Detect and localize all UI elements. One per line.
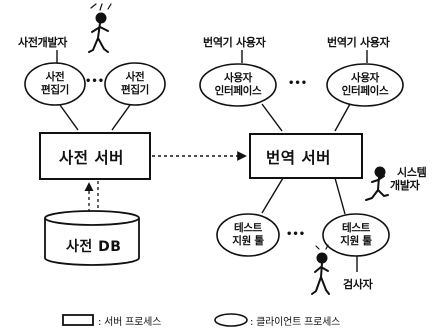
translator-user-label-2: 번역기 사용자 <box>327 36 390 49</box>
user-interface-ellipse-2 <box>326 63 404 107</box>
dictionary-server-label: 사전 서버 <box>59 149 124 167</box>
dictionary-editor-1-line1: 사전 <box>45 71 65 83</box>
user-interface-label-1: 사용자 인터페이스 <box>203 72 273 98</box>
dictionary-db-cylinder <box>44 210 140 266</box>
user-interface-1-line2: 인터페이스 <box>214 85 262 97</box>
dictionary-editors-ellipsis: ••• <box>85 76 105 87</box>
connector-editor1-server <box>59 104 79 131</box>
legend-client-label: : 클라이언트 프로세스 <box>250 317 341 328</box>
user-interface-label-2: 사용자 인터페이스 <box>330 72 400 98</box>
dictionary-editor-2-line2: 편집기 <box>120 84 150 96</box>
dictionary-editor-label-1: 사전 편집기 <box>30 71 80 97</box>
connector-ui2-server <box>334 103 351 132</box>
test-tool-2-line2: 지원 툴 <box>340 235 372 247</box>
connector-server-tool2 <box>334 177 346 215</box>
connector-ui1-server <box>261 103 283 132</box>
dictionary-server-box <box>39 132 151 180</box>
dictionary-db-label: 사전 DB <box>66 239 122 255</box>
test-tool-label-1: 테스트 지원 툴 <box>223 222 273 248</box>
test-tool-1-line1: 테스트 <box>233 222 263 234</box>
user-interface-ellipse-1 <box>199 63 277 107</box>
translation-server-label: 번역 서버 <box>266 149 331 167</box>
test-tool-label-2: 테스트 지원 툴 <box>331 222 381 248</box>
system-developer-figure-icon <box>365 166 389 201</box>
dictionary-editor-1-line2: 편집기 <box>40 84 70 96</box>
test-tool-1-line2: 지원 툴 <box>232 235 264 247</box>
connector-editor2-server <box>111 104 131 131</box>
system-developer-label-line2: 개발자 <box>390 179 420 192</box>
translation-server-box <box>249 133 363 179</box>
developer-figure-icon <box>88 3 112 53</box>
system-developer-label-line1: 시스템 <box>397 166 427 179</box>
inspector-figure-icon <box>311 244 330 295</box>
test-tool-ellipse-1 <box>216 213 280 257</box>
user-interface-1-line1: 사용자 <box>223 72 253 84</box>
dictionary-editor-ellipse-2 <box>104 62 166 106</box>
user-interface-2-line2: 인터페이스 <box>341 85 389 97</box>
test-tool-2-line1: 테스트 <box>341 222 371 234</box>
dictionary-editor-2-line1: 사전 <box>125 71 145 83</box>
translator-user-label-1: 번역기 사용자 <box>203 36 266 49</box>
dictionary-developer-label: 사전개발자 <box>18 36 68 49</box>
inspector-label: 검사자 <box>343 278 373 291</box>
test-tool-ellipse-2 <box>322 213 390 257</box>
dictionary-editor-ellipse-1 <box>24 62 86 106</box>
legend-server-shape <box>62 314 94 326</box>
user-interface-2-line1: 사용자 <box>350 72 380 84</box>
dictionary-editor-label-2: 사전 편집기 <box>110 71 160 97</box>
legend-server-label: : 서버 프로세스 <box>98 317 162 328</box>
test-tools-ellipsis: ••• <box>286 229 306 240</box>
connector-server-tool1 <box>261 177 284 214</box>
user-interfaces-ellipsis: ••• <box>288 78 308 89</box>
legend-client-shape <box>214 313 248 327</box>
